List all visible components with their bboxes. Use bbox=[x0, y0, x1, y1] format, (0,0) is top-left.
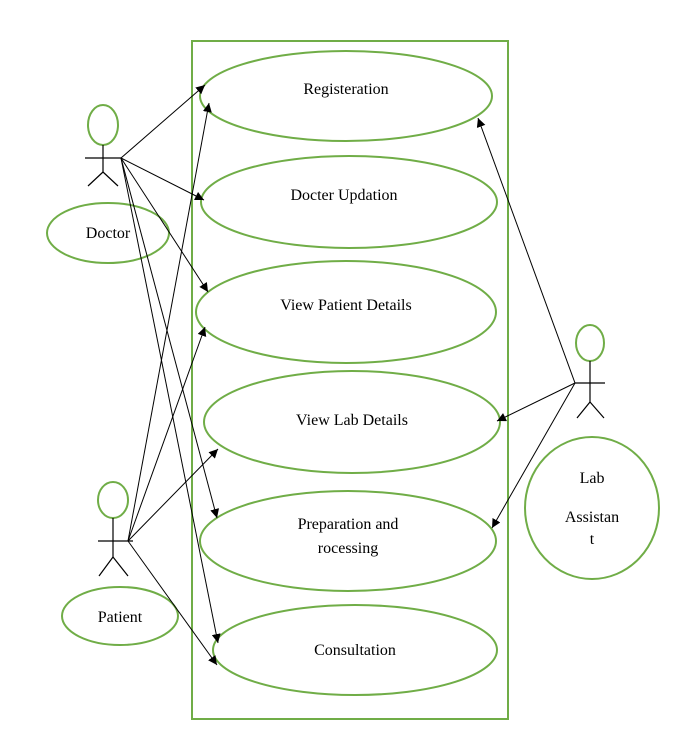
patient-to-registration bbox=[127, 102, 212, 542]
lab-to-view-lab-details bbox=[496, 382, 576, 422]
actor-lab-assistant[interactable]: Lab Assistan t bbox=[524, 436, 660, 580]
doctor-to-consultation bbox=[120, 157, 221, 644]
use-case-label-line1: Preparation and bbox=[298, 516, 399, 533]
lab-to-registration bbox=[476, 117, 576, 384]
actor-lab-assistant-line1: Lab bbox=[580, 470, 605, 487]
patient-to-view-patient-details bbox=[127, 326, 207, 542]
use-case-view-lab-details[interactable]: View Lab Details bbox=[203, 370, 501, 474]
actor-doctor-label: Doctor bbox=[86, 225, 131, 242]
actor-patient-label: Patient bbox=[98, 609, 143, 626]
actor-doctor[interactable]: Doctor bbox=[46, 202, 170, 264]
patient-to-consultation bbox=[127, 540, 218, 666]
doctor-to-preparation bbox=[120, 157, 220, 519]
doctor-to-doctor-updation bbox=[120, 157, 205, 201]
use-case-label-line2: rocessing bbox=[318, 540, 378, 557]
doctor-stick-figure bbox=[85, 104, 121, 187]
use-case-label: Registeration bbox=[303, 81, 388, 98]
system-boundary bbox=[191, 40, 509, 720]
doctor-to-view-patient-details bbox=[120, 157, 209, 293]
use-case-label: View Lab Details bbox=[296, 412, 408, 429]
patient-to-view-lab-details bbox=[127, 448, 219, 542]
patient-stick-figure bbox=[97, 481, 133, 577]
actor-lab-assistant-line3: t bbox=[590, 531, 595, 548]
use-case-doctor-updation[interactable]: Docter Updation bbox=[200, 155, 498, 249]
actor-lab-assistant-line2: Assistan bbox=[565, 509, 619, 526]
use-case-label: Docter Updation bbox=[290, 187, 397, 204]
use-case-label: Consultation bbox=[314, 642, 396, 659]
use-case-registration[interactable]: Registeration bbox=[199, 50, 493, 142]
use-case-preparation-processing[interactable]: Preparation and rocessing bbox=[199, 490, 497, 592]
actor-patient[interactable]: Patient bbox=[61, 586, 179, 646]
use-case-label: View Patient Details bbox=[280, 297, 411, 314]
use-case-consultation[interactable]: Consultation bbox=[212, 604, 498, 696]
lab-to-preparation bbox=[491, 382, 576, 529]
lab-assistant-stick-figure bbox=[575, 324, 605, 419]
doctor-to-registration bbox=[120, 84, 206, 159]
use-case-view-patient-details[interactable]: View Patient Details bbox=[195, 260, 497, 364]
